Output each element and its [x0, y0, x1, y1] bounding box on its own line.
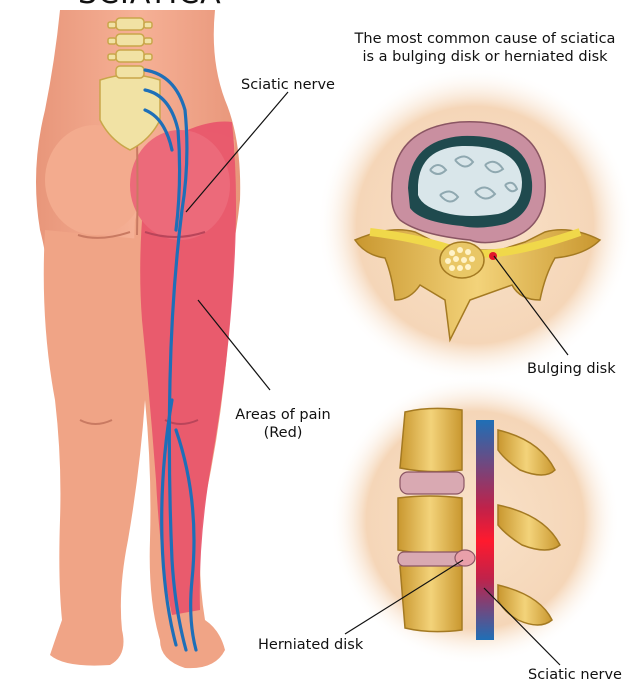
diagram-title: SCIATICA — [78, 0, 222, 11]
label-areas-of-pain: Areas of pain (Red) — [232, 406, 334, 442]
leader-sciatic-nerve-bottom — [483, 587, 561, 666]
label-sciatic-nerve: Sciatic nerve — [241, 77, 335, 93]
herniated-disk-illustration — [330, 375, 620, 665]
leader-herniated-disk — [344, 559, 464, 635]
body-figure — [36, 10, 241, 669]
label-sciatic-nerve-bottom: Sciatic nerve — [528, 667, 622, 683]
leader-lines — [185, 91, 569, 666]
label-bulging-disk: Bulging disk — [527, 361, 616, 377]
label-areas-of-pain-line-1: Areas of pain — [235, 407, 331, 423]
caption: The most common cause of sciatica is a b… — [335, 30, 635, 66]
caption-line-1: The most common cause of sciatica — [354, 31, 616, 47]
sciatic-nerve-path — [143, 68, 198, 652]
leader-bulging-disk — [493, 255, 569, 356]
leader-sciatic-nerve — [185, 91, 289, 213]
label-herniated-disk: Herniated disk — [258, 637, 364, 653]
caption-line-2: is a bulging disk or herniated disk — [362, 49, 608, 65]
leader-areas-of-pain — [197, 299, 271, 391]
bulging-disk-illustration — [317, 67, 633, 383]
label-areas-of-pain-line-2: (Red) — [263, 425, 303, 441]
